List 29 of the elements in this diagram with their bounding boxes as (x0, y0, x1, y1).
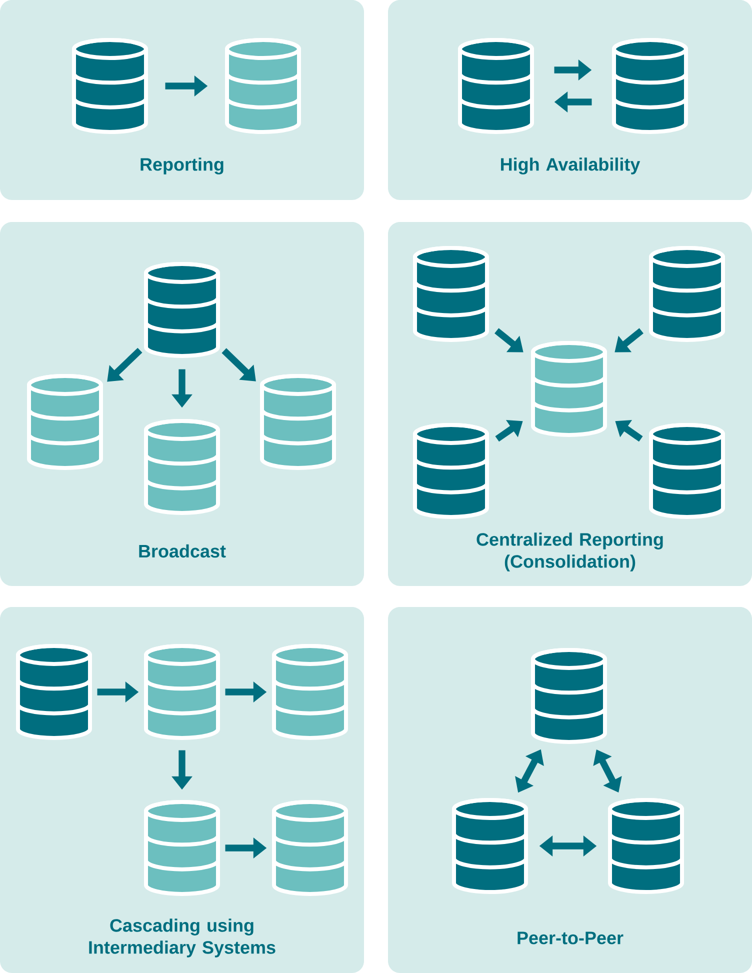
database-icon (144, 800, 220, 896)
arrow (222, 348, 256, 382)
database-icon (144, 262, 220, 358)
database-icon (458, 38, 534, 134)
database-icon (531, 341, 607, 437)
database-icon (413, 246, 489, 342)
database-icon (16, 644, 92, 740)
database-icon (272, 800, 348, 896)
database-icon (531, 648, 607, 744)
database-icon (225, 38, 301, 134)
panel-title: Broadcast (139, 544, 226, 558)
database-icon (272, 644, 348, 740)
database-icon (649, 246, 725, 342)
database-icon (260, 374, 336, 470)
database-icon (413, 423, 489, 519)
panel-title: Centralized Reporting (Consolidation) (476, 532, 663, 572)
database-icon (72, 38, 148, 134)
panel-title: Cascading using Intermediary Systems (89, 918, 276, 958)
database-icon (612, 38, 688, 134)
database-icon (144, 644, 220, 740)
database-icon (649, 423, 725, 519)
database-icon (452, 798, 528, 894)
panel-title: Reporting (140, 158, 224, 174)
database-icon (608, 798, 684, 894)
panel-title: Peer-to-Peer (518, 932, 624, 944)
panel-title: High Availability (501, 158, 640, 174)
database-icon (27, 374, 103, 470)
arrow (107, 348, 142, 382)
database-icon (144, 419, 220, 515)
